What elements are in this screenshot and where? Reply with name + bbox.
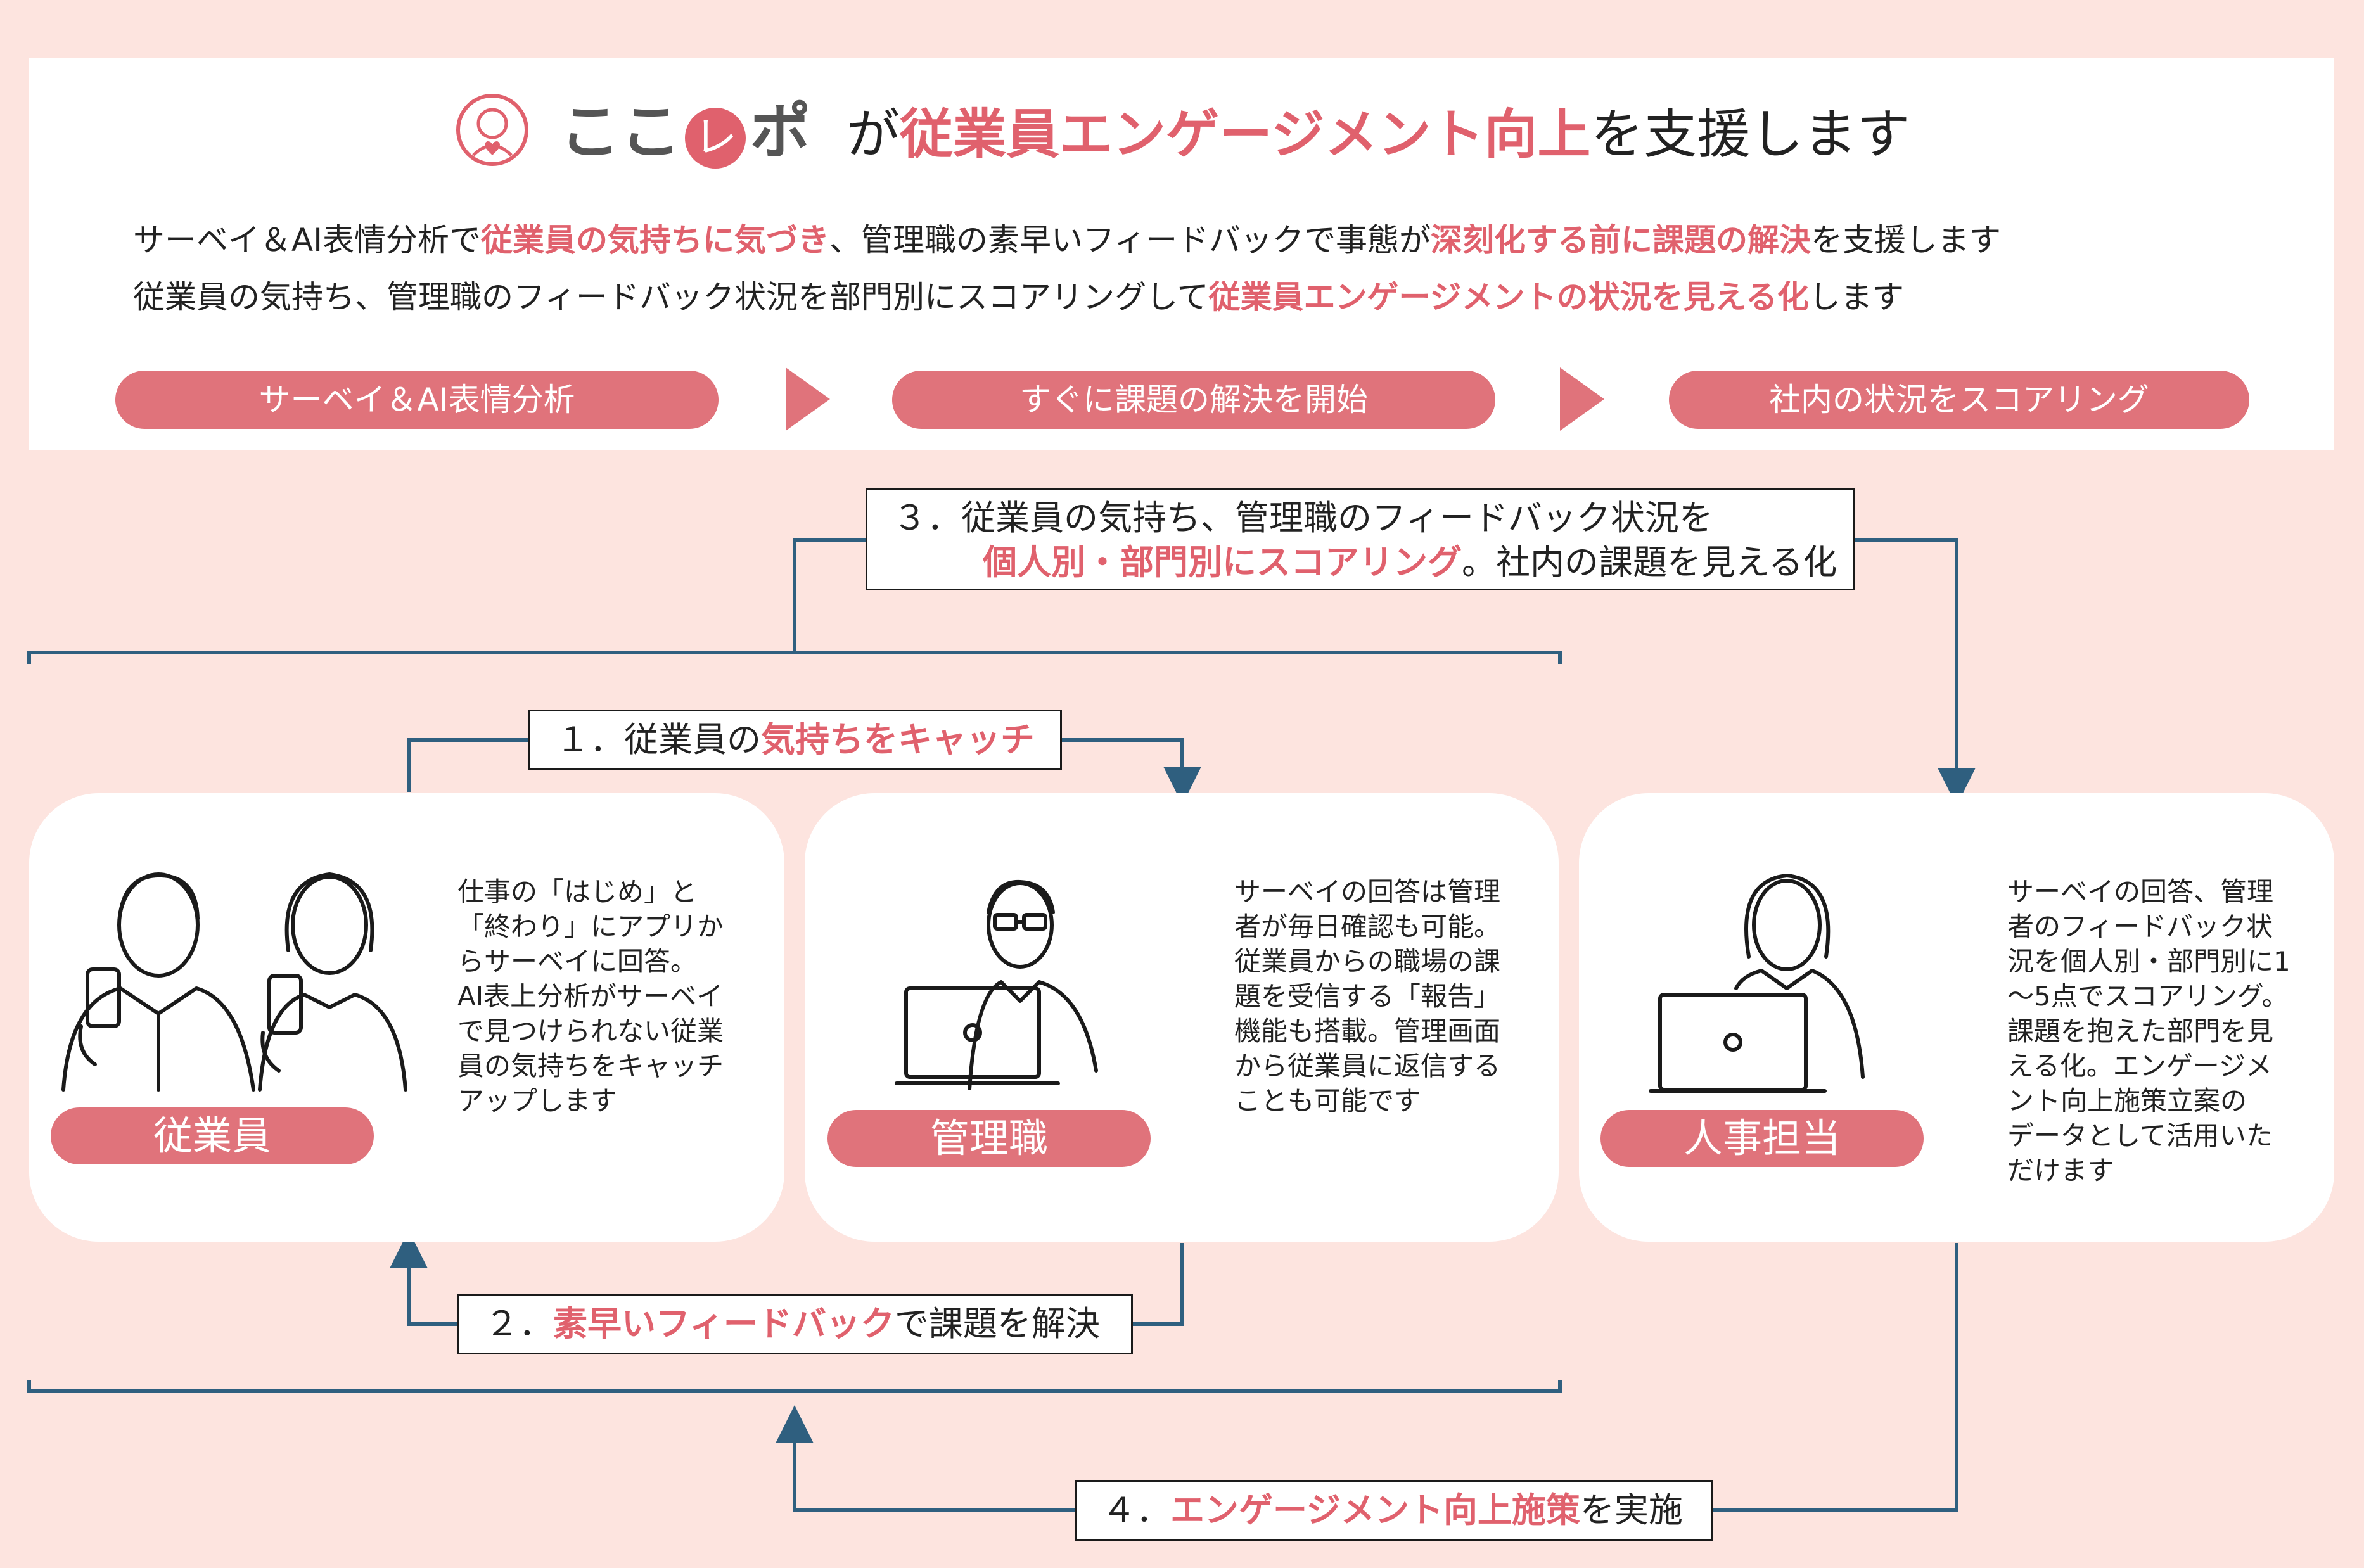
title-highlight: 従業員エンゲージメント向上 (900, 103, 1591, 165)
role-pill-employee: 従業員 (51, 1107, 374, 1164)
role-card-hr (1579, 793, 2334, 1242)
step-pill-scoring: 社内の状況をスコアリング (1669, 371, 2249, 429)
role-pill-manager: 管理職 (827, 1110, 1151, 1167)
intro-line-1: サーベイ＆AI表情分析で従業員の気持ちに気づき、管理職の素早いフィードバックで事… (133, 218, 2287, 262)
desc-line: らサーベイに回答。 (457, 946, 698, 977)
desc-line: 題を受信する「報告」 (1234, 981, 1501, 1012)
desc-line: サーベイの回答は管理 (1234, 876, 1501, 907)
title-post: を支援します (1590, 103, 1910, 165)
text-segment: サーベイ＆AI表情分析で (133, 222, 481, 258)
role-card-employee (29, 793, 784, 1242)
highlight-text: 気持ちをキャッチ (761, 720, 1035, 760)
manager-with-laptop-icon (895, 879, 1098, 1090)
desc-line: から従業員に返信する (1234, 1050, 1501, 1081)
desc-line: 況を個人別・部門別に1 (2007, 946, 2291, 977)
desc-line: 課題を抱えた部門を見 (2007, 1016, 2274, 1047)
logo-text-part1: ここ (559, 96, 682, 167)
face-heart-logo-icon (454, 92, 530, 184)
desc-line: 者のフィードバック状 (2007, 911, 2273, 942)
desc-line: ～5点でスコアリング。 (2007, 981, 2289, 1012)
desc-line: で見つけられない従業 (457, 1016, 724, 1047)
highlight-text: 従業員エンゲージメントの状況を見える化 (1208, 279, 1810, 316)
desc-line: ことも可能です (1234, 1085, 1421, 1116)
desc-line: サーベイの回答、管理 (2007, 876, 2274, 907)
step-pill-survey: サーベイ＆AI表情分析 (115, 371, 719, 429)
logo-text-part3: ポ (750, 96, 811, 167)
headline: ここレポ が従業員エンゲージメント向上を支援します (0, 92, 2364, 184)
highlight-text: 深刻化する前に課題の解決 (1430, 222, 1811, 258)
title-pre: が (847, 103, 900, 165)
desc-line: 従業員からの職場の課 (1234, 946, 1501, 977)
chevron-right-icon (786, 367, 830, 431)
flow-label-3: ３．従業員の気持ち、管理職のフィードバック状況を 個人別・部門別にスコアリング。… (866, 488, 1855, 590)
flow-label-4: ４．エンゲージメント向上施策を実施 (1075, 1480, 1713, 1541)
flow-label-1: １．従業員の気持ちをキャッチ (528, 710, 1062, 770)
hr-staff-with-laptop-icon (1649, 874, 1865, 1093)
text-segment: ４． (1102, 1490, 1170, 1530)
desc-line: 員の気持ちをキャッチ (457, 1050, 724, 1081)
text-segment: ３．従業員の気持ち、管理職のフィードバック状況を (893, 498, 1713, 538)
text-segment: ２． (485, 1304, 553, 1344)
text-segment: で課題を解決 (894, 1304, 1100, 1344)
desc-line: AI表上分析がサーベイ (457, 981, 724, 1012)
text-segment: １．従業員の (556, 720, 761, 760)
role-card-manager (805, 793, 1559, 1242)
desc-line: 者が毎日確認も可能。 (1234, 911, 1501, 942)
text-segment: 、管理職の素早いフィードバックで事態が (829, 222, 1431, 258)
desc-line: アップします (457, 1085, 618, 1116)
desc-line: データとして活用いた (2007, 1120, 2273, 1151)
role-pill-hr: 人事担当 (1600, 1110, 1924, 1167)
text-segment: 。社内の課題を見える化 (1462, 542, 1837, 582)
role-desc-manager: サーベイの回答は管理者が毎日確認も可能。従業員からの職場の課題を受信する「報告」… (1234, 874, 1500, 1118)
role-desc-hr: サーベイの回答、管理者のフィードバック状況を個人別・部門別に1 ～5点でスコアリン… (2007, 874, 2291, 1188)
intro-line-2: 従業員の気持ち、管理職のフィードバック状況を部門別にスコアリングして従業員エンゲ… (133, 275, 2287, 319)
flow-label-2: ２．素早いフィードバックで課題を解決 (457, 1294, 1133, 1354)
desc-line: ント向上施策立案の (2007, 1085, 2247, 1116)
flow-label-3-line1: ３．従業員の気持ち、管理職のフィードバック状況を (893, 496, 1853, 540)
highlight-text: 素早いフィードバック (553, 1304, 895, 1344)
step-pill-resolve: すぐに課題の解決を開始 (892, 371, 1495, 429)
desc-line: 「終わり」にアプリか (457, 911, 724, 942)
highlight-text: 個人別・部門別にスコアリング (983, 542, 1462, 582)
text-segment: を支援します (1810, 222, 2001, 258)
desc-line: 機能も搭載。管理画面 (1234, 1016, 1501, 1047)
desc-line: 仕事の「はじめ」と (457, 876, 698, 907)
text-segment: します (1809, 279, 1904, 316)
highlight-text: 従業員の気持ちに気づき (480, 222, 829, 258)
desc-line: だけます (2007, 1155, 2114, 1186)
logo-text-part2: レ (685, 108, 746, 169)
flow-label-3-line2: 個人別・部門別にスコアリング。社内の課題を見える化 (893, 540, 1853, 585)
text-segment: を実施 (1580, 1490, 1683, 1530)
highlight-text: エンゲージメント向上施策 (1170, 1490, 1580, 1530)
text-segment: 従業員の気持ち、管理職のフィードバック状況を部門別にスコアリングして (133, 279, 1209, 316)
employees-with-smartphones-icon (61, 872, 407, 1092)
desc-line: える化。エンゲージメ (2007, 1050, 2272, 1081)
role-desc-employee: 仕事の「はじめ」と「終わり」にアプリからサーベイに回答。 AI表上分析がサーベイで… (457, 874, 724, 1118)
chevron-right-icon (1560, 367, 1604, 431)
